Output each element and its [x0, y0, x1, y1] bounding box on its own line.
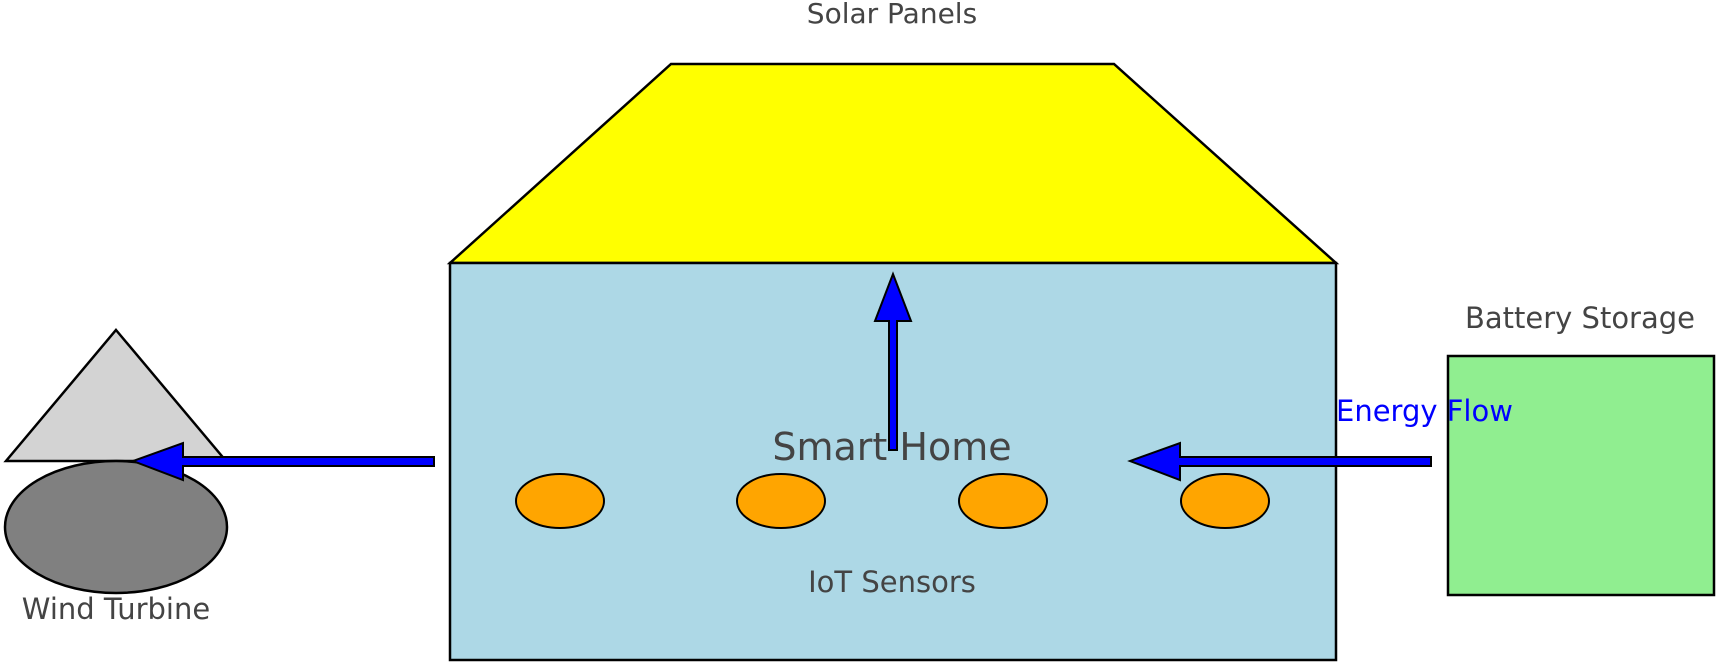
solar-panels-roof	[446, 62, 1340, 265]
solar-panels-label: Solar Panels	[807, 0, 977, 30]
iot-sensor-4	[1180, 473, 1270, 529]
energy-arrow-from-battery	[1127, 441, 1432, 482]
battery-storage-label: Battery Storage	[1465, 301, 1695, 335]
iot-sensor-2	[736, 473, 826, 529]
battery-storage-box	[1446, 354, 1716, 597]
wind-turbine-base	[3, 459, 229, 595]
iot-sensor-3	[958, 473, 1048, 529]
wind-turbine-label: Wind Turbine	[22, 592, 210, 626]
energy-flow-label: Energy Flow	[1336, 394, 1513, 428]
energy-arrow-to-wind-turbine	[130, 441, 435, 482]
wind-turbine-blade	[3, 328, 229, 463]
iot-sensors-label: IoT Sensors	[808, 565, 976, 599]
iot-sensor-1	[515, 473, 605, 529]
energy-arrow-up	[873, 271, 913, 451]
